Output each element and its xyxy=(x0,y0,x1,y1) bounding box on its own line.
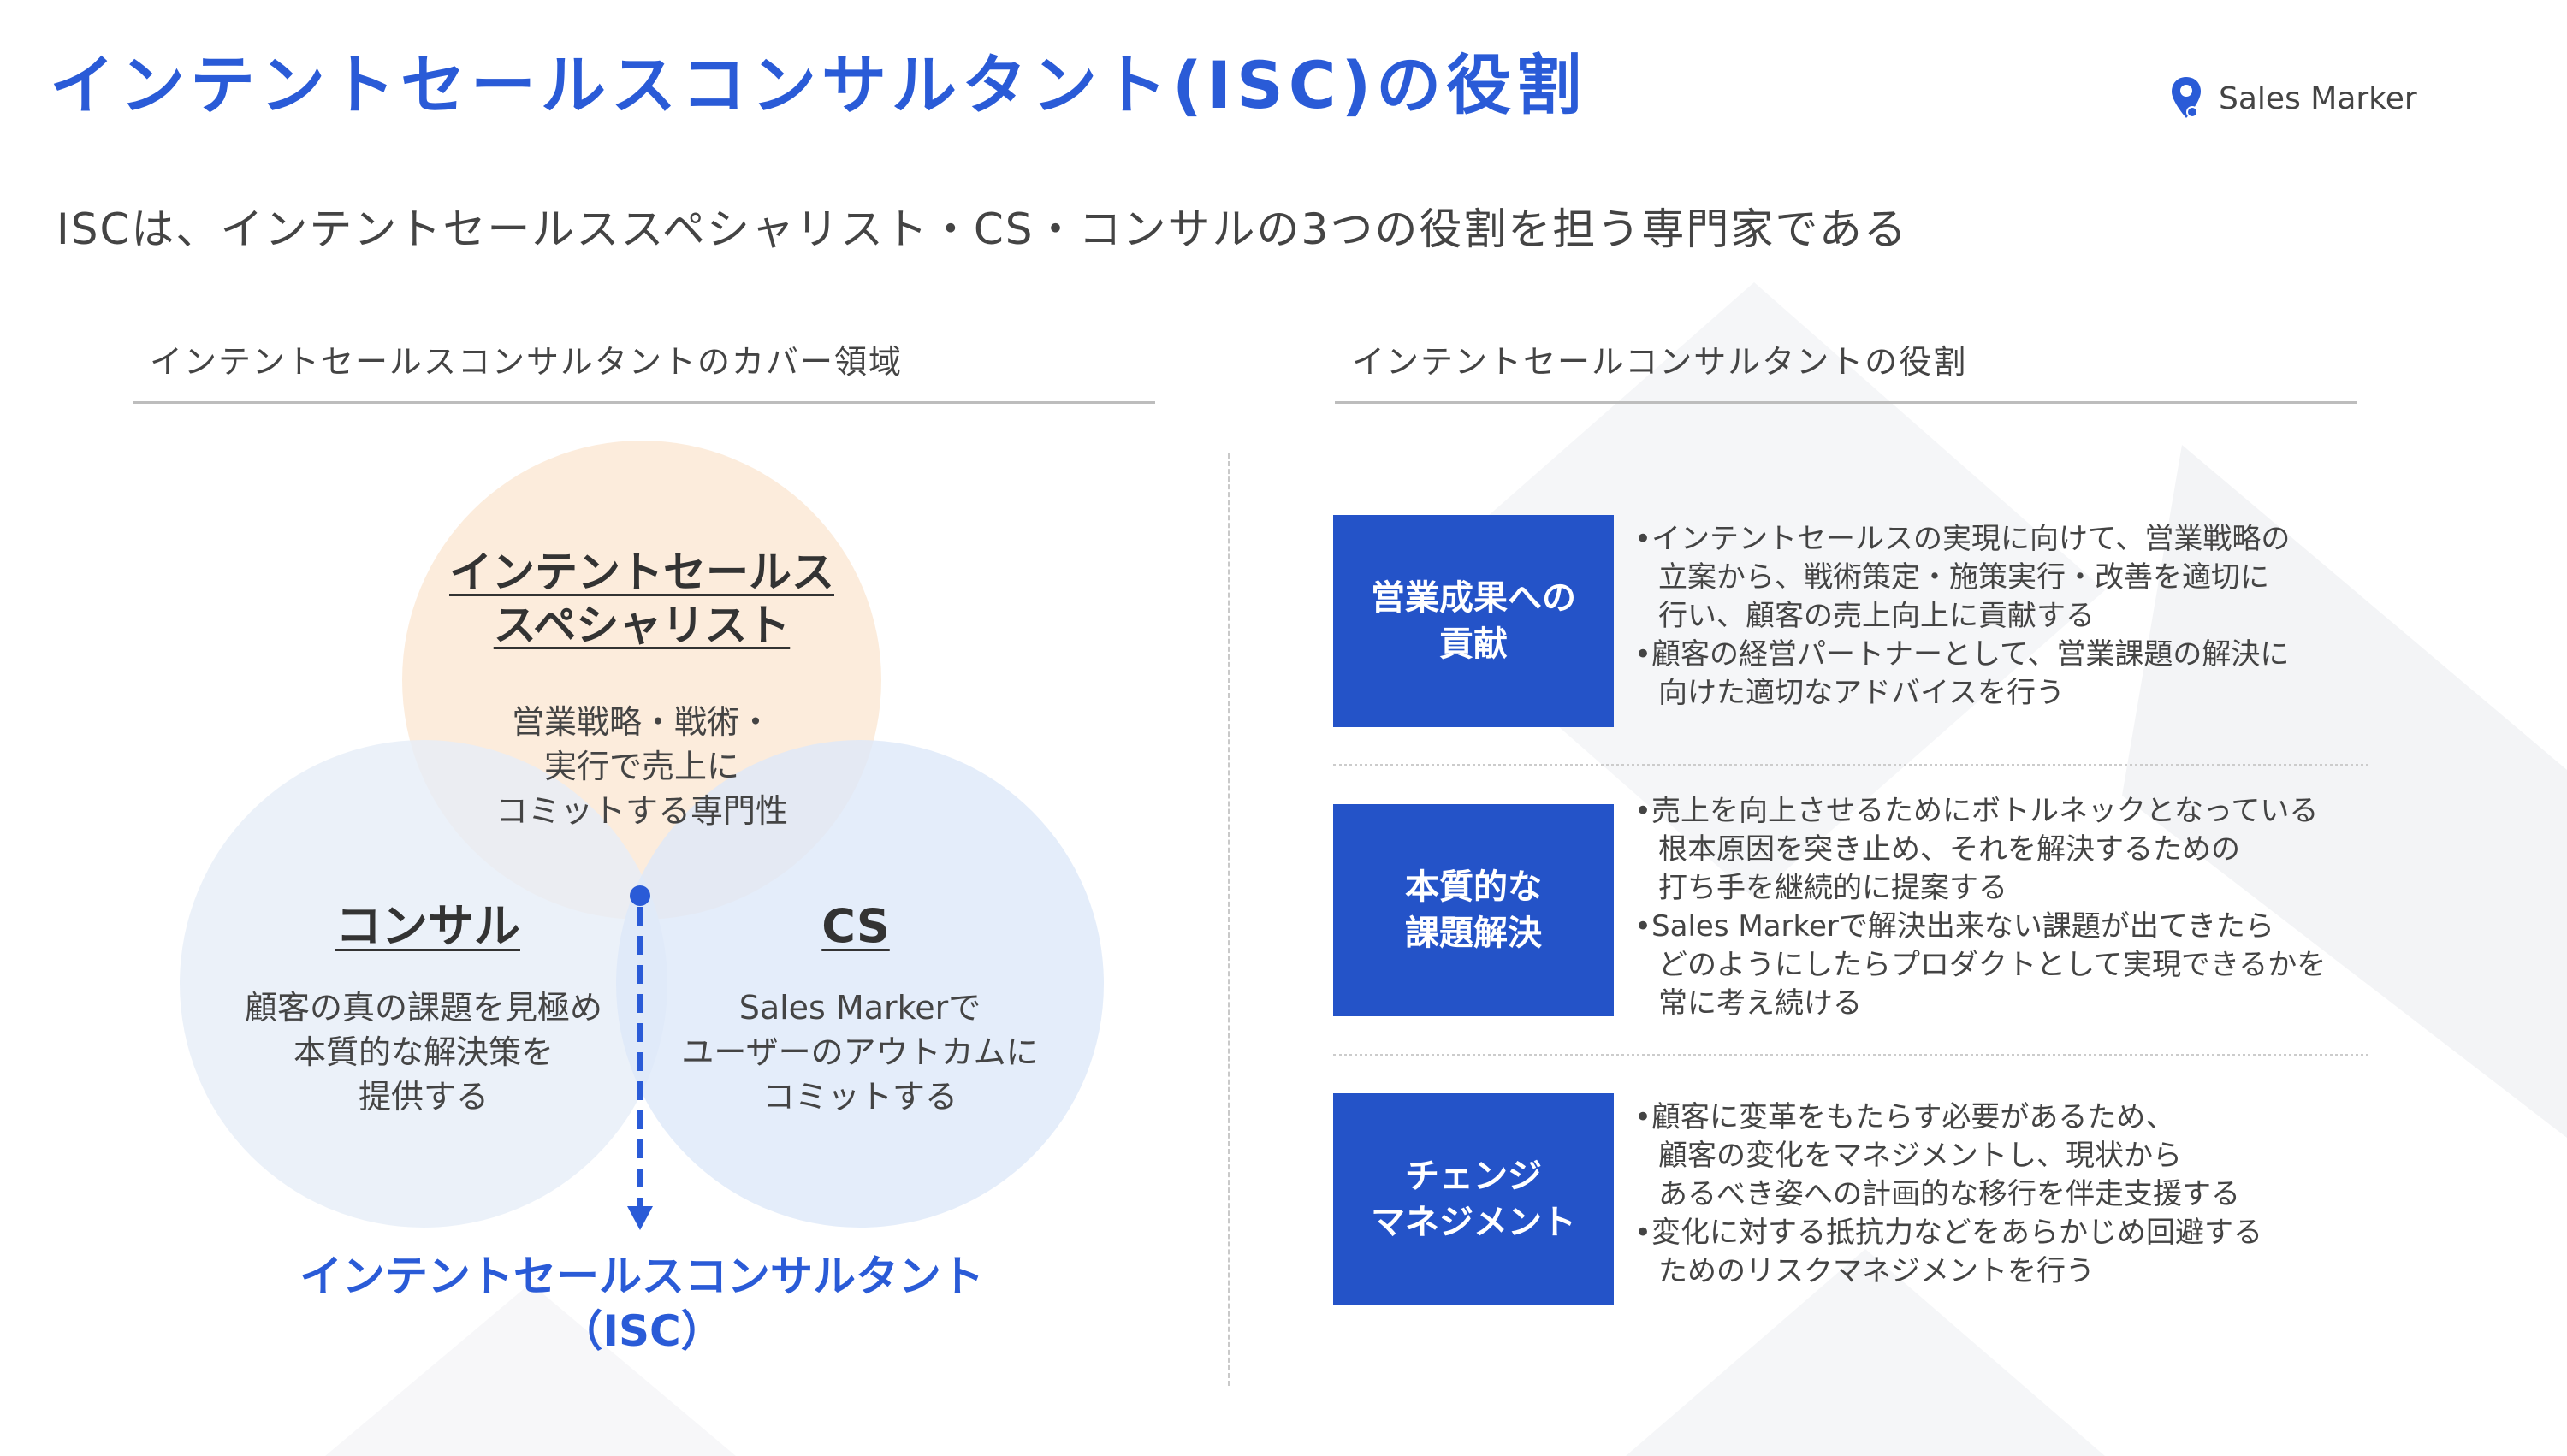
role-bullet: •変化に対する抵抗力などをあらかじめ回避する ためのリスクマネジメントを行う xyxy=(1634,1216,2263,1288)
venn-body-consul: 顧客の真の課題を見極め 本質的な解決策を 提供する xyxy=(244,989,602,1116)
section-divider xyxy=(1228,453,1230,1386)
isc-label: インテントセールスコンサルタント （ISC） xyxy=(299,1252,984,1356)
venn-diagram xyxy=(180,441,1104,1230)
role-box-problem-solving: 本質的な 課題解決 xyxy=(1333,804,1614,1016)
brand-name: Sales Marker xyxy=(2219,80,2417,116)
left-section-heading: インテントセールスコンサルタントのカバー領域 xyxy=(133,335,1155,404)
right-section-heading: インテントセールコンサルタントの役割 xyxy=(1335,335,2357,404)
role-text-contribution: •インテントセールスの実現に向けて、営業戦略の 立案から、戦術策定・施策実行・改… xyxy=(1634,520,2456,713)
role-separator xyxy=(1333,1054,2368,1056)
venn-title-consul: コンサル xyxy=(335,899,520,953)
venn-circle-cs xyxy=(616,740,1104,1228)
role-text-change-management: •顧客に変革をもたらす必要があるため、 顧客の変化をマネジメントし、現状から あ… xyxy=(1634,1098,2456,1291)
venn-body-specialist: 営業戦略・戦術・ 実行で売上に コミットする専門性 xyxy=(495,703,788,830)
subtitle: ISCは、インテントセールススペシャリスト・CS・コンサルの3つの役割を担う専門… xyxy=(56,204,1908,254)
venn-title-cs: CS xyxy=(821,899,890,953)
role-text-problem-solving: •売上を向上させるためにボトルネックとなっている 根本原因を突き止め、それを解決… xyxy=(1634,792,2456,1023)
center-dot xyxy=(630,885,650,906)
map-pin-icon xyxy=(2172,77,2201,118)
venn-body-cs: Sales Markerで ユーザーのアウトカムに コミットする xyxy=(681,989,1039,1116)
brand-logo: Sales Marker xyxy=(2169,75,2417,121)
role-bullet: •Sales Markerで解決出来ない課題が出てきたら どのようにしたらプロダ… xyxy=(1634,909,2327,1021)
role-box-contribution: 営業成果への 貢献 xyxy=(1333,515,1614,727)
role-bullet: •売上を向上させるためにボトルネックとなっている 根本原因を突き止め、それを解決… xyxy=(1634,794,2319,905)
role-bullet: •顧客の経営パートナーとして、営業課題の解決に 向けた適切なアドバイスを行う xyxy=(1634,637,2290,710)
venn-title-specialist: インテントセールス スペシャリスト xyxy=(449,547,834,650)
role-bullet: •顧客に変革をもたらす必要があるため、 顧客の変化をマネジメントし、現状から あ… xyxy=(1634,1100,2240,1211)
page-title: インテントセールスコンサルタント(ISC)の役割 xyxy=(50,47,1587,123)
venn-circle-consul xyxy=(180,740,667,1228)
role-bullet: •インテントセールスの実現に向けて、営業戦略の 立案から、戦術策定・施策実行・改… xyxy=(1634,522,2291,633)
role-separator xyxy=(1333,764,2368,766)
arrow-head xyxy=(627,1206,653,1230)
role-box-change-management: チェンジ マネジメント xyxy=(1333,1093,1614,1305)
